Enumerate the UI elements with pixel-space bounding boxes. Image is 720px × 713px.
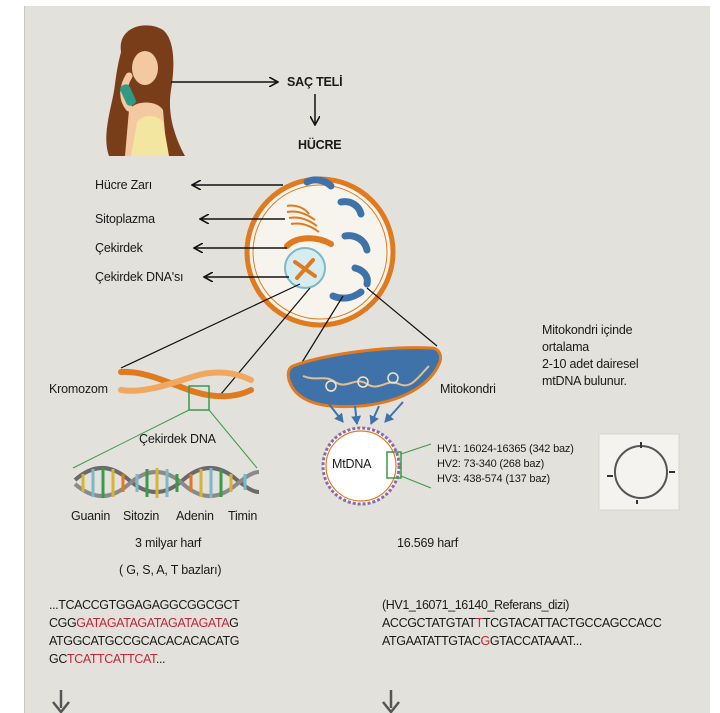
label-cekirdek-dna: Çekirdek DNA [139,432,216,446]
nuclear-dna-sequence: ...TCACCGTGGAGAGGCGGCGCT CGGGATAGATAGATA… [49,596,240,668]
mito-note-line-1: Mitokondri içinde [542,323,633,337]
circular-mtdna-photo-icon [598,433,680,511]
label-adenin: Adenin [176,509,214,523]
mitochondrion-icon [286,346,443,409]
nuclear-seq-line-4: GCTCATTCATTCAT... [49,652,166,666]
label-hucre: HÜCRE [298,138,342,152]
hv2-region: HV2: 73-340 (268 baz) [437,458,545,470]
mito-seq-line-2: ATGAATATTGTACGGTACCATAAAT... [382,634,582,648]
label-sitoplazma: Sitoplazma [95,212,155,226]
mtdna-circle-icon [321,426,402,506]
hv3-region: HV3: 438-574 (137 baz) [437,473,551,485]
label-kromozom: Kromozom [49,382,108,396]
diagram-panel: SAÇ TELİ HÜCRE Hücre Zarı Sitoplazma Çek… [24,6,710,713]
label-cekirdek-dna-si: Çekirdek DNA'sı [95,270,184,284]
hv1-region: HV1: 16024-16365 (342 baz) [437,443,574,455]
hv-regions: HV1: 16024-16365 (342 baz) HV2: 73-340 (… [437,442,574,487]
mito-note-line-4: mtDNA bulunur. [542,374,627,388]
label-bazlar: ( G, S, A, T bazları) [119,563,222,577]
label-sac-teli: SAÇ TELİ [287,75,343,89]
mito-note-line-3: 2-10 adet dairesel [542,357,639,371]
label-guanin: Guanin [71,509,111,523]
down-arrow-right [382,690,400,713]
down-arrow-left [52,690,70,713]
mito-note-line-2: ortalama [542,340,590,354]
cell-icon [244,176,396,328]
dna-helix-icon [73,466,260,498]
label-3-milyar-harf: 3 milyar harf [135,536,202,550]
nuclear-seq-line-1: ...TCACCGTGGAGAGGCGGCGCT [49,598,240,612]
nuclear-seq-line-2: CGGGATAGATAGATAGATAGATAG [49,616,239,630]
label-mtdna: MtDNA [332,457,372,471]
label-sitozin: Sitozin [123,509,160,523]
chromosome-icon [118,368,254,411]
mito-seq-line-1: ACCGCTATGTATTTCGTACATTACTGCCAGCCACC [382,616,662,630]
label-16569-harf: 16.569 harf [397,536,459,550]
label-hucre-zari: Hücre Zarı [95,178,153,192]
hair-figure-icon [106,25,185,156]
diagram-canvas [52,25,680,713]
mito-dna-sequence: (HV1_16071_16140_Referans_dizi) ACCGCTAT… [382,596,662,650]
mito-note: Mitokondri içinde ortalama 2-10 adet dai… [542,322,639,390]
label-timin: Timin [228,509,258,523]
nuclear-seq-line-3: ATGGCATGCCGCACACACACATG [49,634,240,648]
label-mitokondri: Mitokondri [440,382,496,396]
label-cekirdek: Çekirdek [95,241,143,255]
mito-seq-header: (HV1_16071_16140_Referans_dizi) [382,598,570,612]
